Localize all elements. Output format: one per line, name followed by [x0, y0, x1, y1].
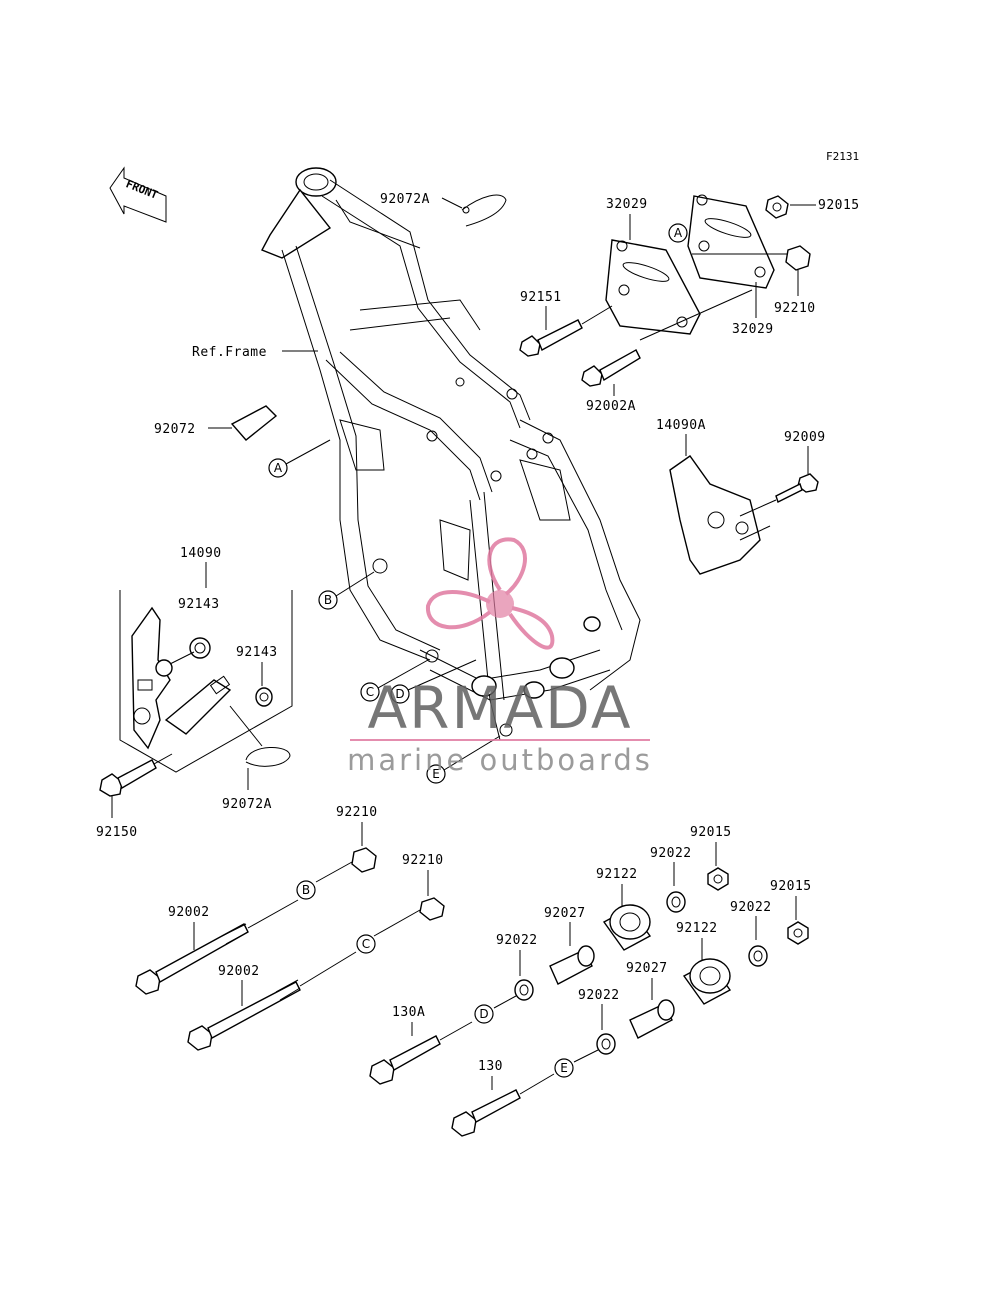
part-92015-b2: 92015 [770, 879, 812, 894]
part-92022-b3: 92022 [730, 900, 772, 915]
part-92150: 92150 [96, 825, 138, 840]
part-92122-b2: 92122 [676, 921, 718, 936]
nut-92210-b1 [351, 847, 377, 873]
propeller-logo-icon [425, 537, 555, 650]
washer-92143-b [255, 687, 273, 707]
part-130A: 130A [392, 1005, 425, 1020]
callout-B-frame [318, 590, 338, 610]
part-92072: 92072 [154, 422, 196, 437]
part-92210-top: 92210 [774, 301, 816, 316]
washer-92022-b3 [748, 945, 768, 967]
part-92002-b2: 92002 [218, 964, 260, 979]
svg-text:D: D [395, 687, 404, 701]
callout-A-left [268, 458, 288, 478]
part-92015-b1: 92015 [690, 825, 732, 840]
engine-plate-32029-left [605, 239, 701, 335]
bolt-92002-b1 [135, 923, 249, 995]
bolt-92002-b2 [187, 979, 301, 1051]
part-92210-b1: 92210 [336, 805, 378, 820]
front-arrow-icon: FRONT [109, 166, 167, 223]
part-92002-b1: 92002 [168, 905, 210, 920]
front-label: FRONT [124, 177, 160, 202]
callout-C-bottom [356, 934, 376, 954]
part-92015-top: 92015 [818, 198, 860, 213]
washer-92022-b1 [666, 891, 686, 913]
cover-14090 [131, 606, 171, 750]
part-92072A-bottom: 92072A [222, 797, 272, 812]
part-92072A-top: 92072A [380, 192, 430, 207]
bushing-92122-b2 [682, 958, 732, 1005]
part-92009: 92009 [784, 430, 826, 445]
part-92022-b4: 92022 [578, 988, 620, 1003]
nut-92015-b1 [707, 867, 729, 891]
part-92143-b: 92143 [236, 645, 278, 660]
spacer-92027-b2 [629, 999, 675, 1039]
svg-text:E: E [560, 1061, 568, 1075]
part-92022-b2: 92022 [496, 933, 538, 948]
svg-text:D: D [479, 1007, 488, 1021]
part-32029-top: 32029 [606, 197, 648, 212]
watermark-tagline: marine outboards [347, 743, 653, 777]
part-14090A: 14090A [656, 418, 706, 433]
bolt-92009 [775, 473, 819, 503]
bolt-130 [451, 1089, 521, 1137]
bolt-92150 [99, 759, 157, 797]
callout-C-frame [360, 682, 380, 702]
nut-92015-b2 [787, 921, 809, 945]
callout-E-bottom [554, 1058, 574, 1078]
svg-text:A: A [274, 461, 283, 475]
svg-text:E: E [432, 767, 440, 781]
part-92151: 92151 [520, 290, 562, 305]
svg-text:B: B [302, 883, 310, 897]
part-92027-b2: 92027 [626, 961, 668, 976]
watermark-brand: ARMADA [367, 674, 632, 742]
clamp-92072 [230, 405, 278, 441]
svg-text:C: C [362, 937, 370, 951]
part-92002A: 92002A [586, 399, 636, 414]
bolt-130A [369, 1035, 441, 1085]
part-130: 130 [478, 1059, 503, 1074]
svg-text:C: C [366, 685, 374, 699]
callout-D-bottom [474, 1004, 494, 1024]
diagram-code: F2131 [826, 150, 859, 163]
bolt-92151 [519, 319, 583, 357]
callout-D-frame [390, 684, 410, 704]
part-92210-b2: 92210 [402, 853, 444, 868]
clamp-92072A-top [461, 194, 507, 227]
svg-text:A: A [674, 226, 683, 240]
nut-92015-top [765, 195, 789, 219]
motorcycle-frame [261, 167, 641, 741]
washer-92022-b2 [514, 979, 534, 1001]
ref-frame-label: Ref.Frame [192, 345, 267, 360]
washer-92022-b4 [596, 1033, 616, 1055]
bushing-92122-b1 [602, 904, 652, 951]
callout-B-bottom [296, 880, 316, 900]
nut-92210-top [785, 245, 811, 271]
callout-E-frame [426, 764, 446, 784]
bolt-92002A [581, 349, 641, 387]
part-32029-bottom: 32029 [732, 322, 774, 337]
part-92122-b1: 92122 [596, 867, 638, 882]
part-14090: 14090 [180, 546, 222, 561]
part-92027-b1: 92027 [544, 906, 586, 921]
bracket-14090 [164, 679, 232, 735]
part-92022-b1: 92022 [650, 846, 692, 861]
nut-92210-b2 [419, 897, 445, 921]
callout-A-top [668, 223, 688, 243]
cover-14090A [669, 455, 761, 575]
clamp-92072A-bottom [245, 746, 291, 767]
part-92143-a: 92143 [178, 597, 220, 612]
svg-text:B: B [324, 593, 332, 607]
washer-92143-a [189, 637, 211, 659]
spacer-92027-b1 [549, 945, 595, 985]
armada-watermark: ARMADA marine outboards [347, 537, 653, 777]
